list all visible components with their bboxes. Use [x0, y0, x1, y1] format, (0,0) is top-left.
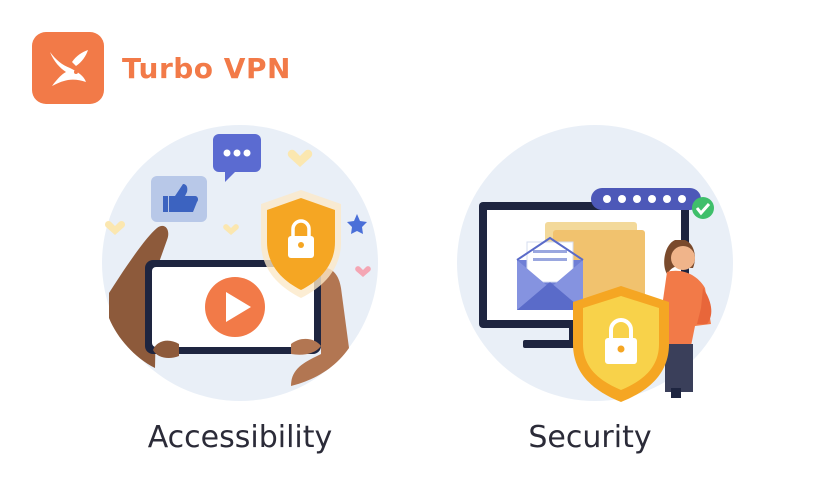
rabbit-logo-icon	[32, 32, 104, 104]
brand-logo: Turbo VPN	[32, 32, 291, 104]
shield-lock-icon	[573, 286, 669, 402]
heart-icon	[104, 220, 126, 235]
computer-shield-illustration	[457, 125, 733, 402]
video-shield-illustration	[102, 125, 378, 401]
feature-security: Security	[440, 118, 740, 455]
star-icon	[347, 214, 367, 234]
brand-name: Turbo VPN	[122, 51, 291, 85]
envelope-icon	[516, 236, 584, 310]
feature-label: Accessibility	[147, 420, 333, 455]
heart-icon	[355, 266, 371, 277]
shield-lock-icon	[261, 190, 341, 298]
feature-accessibility: Accessibility	[90, 118, 390, 455]
heart-icon	[287, 149, 313, 167]
heart-icon	[223, 224, 239, 235]
chat-bubble-icon	[213, 134, 261, 182]
thumbs-up-icon	[151, 176, 207, 222]
person-illustration	[661, 240, 712, 398]
feature-label: Security	[528, 420, 652, 455]
check-icon	[692, 197, 714, 219]
password-field-icon	[591, 188, 714, 219]
